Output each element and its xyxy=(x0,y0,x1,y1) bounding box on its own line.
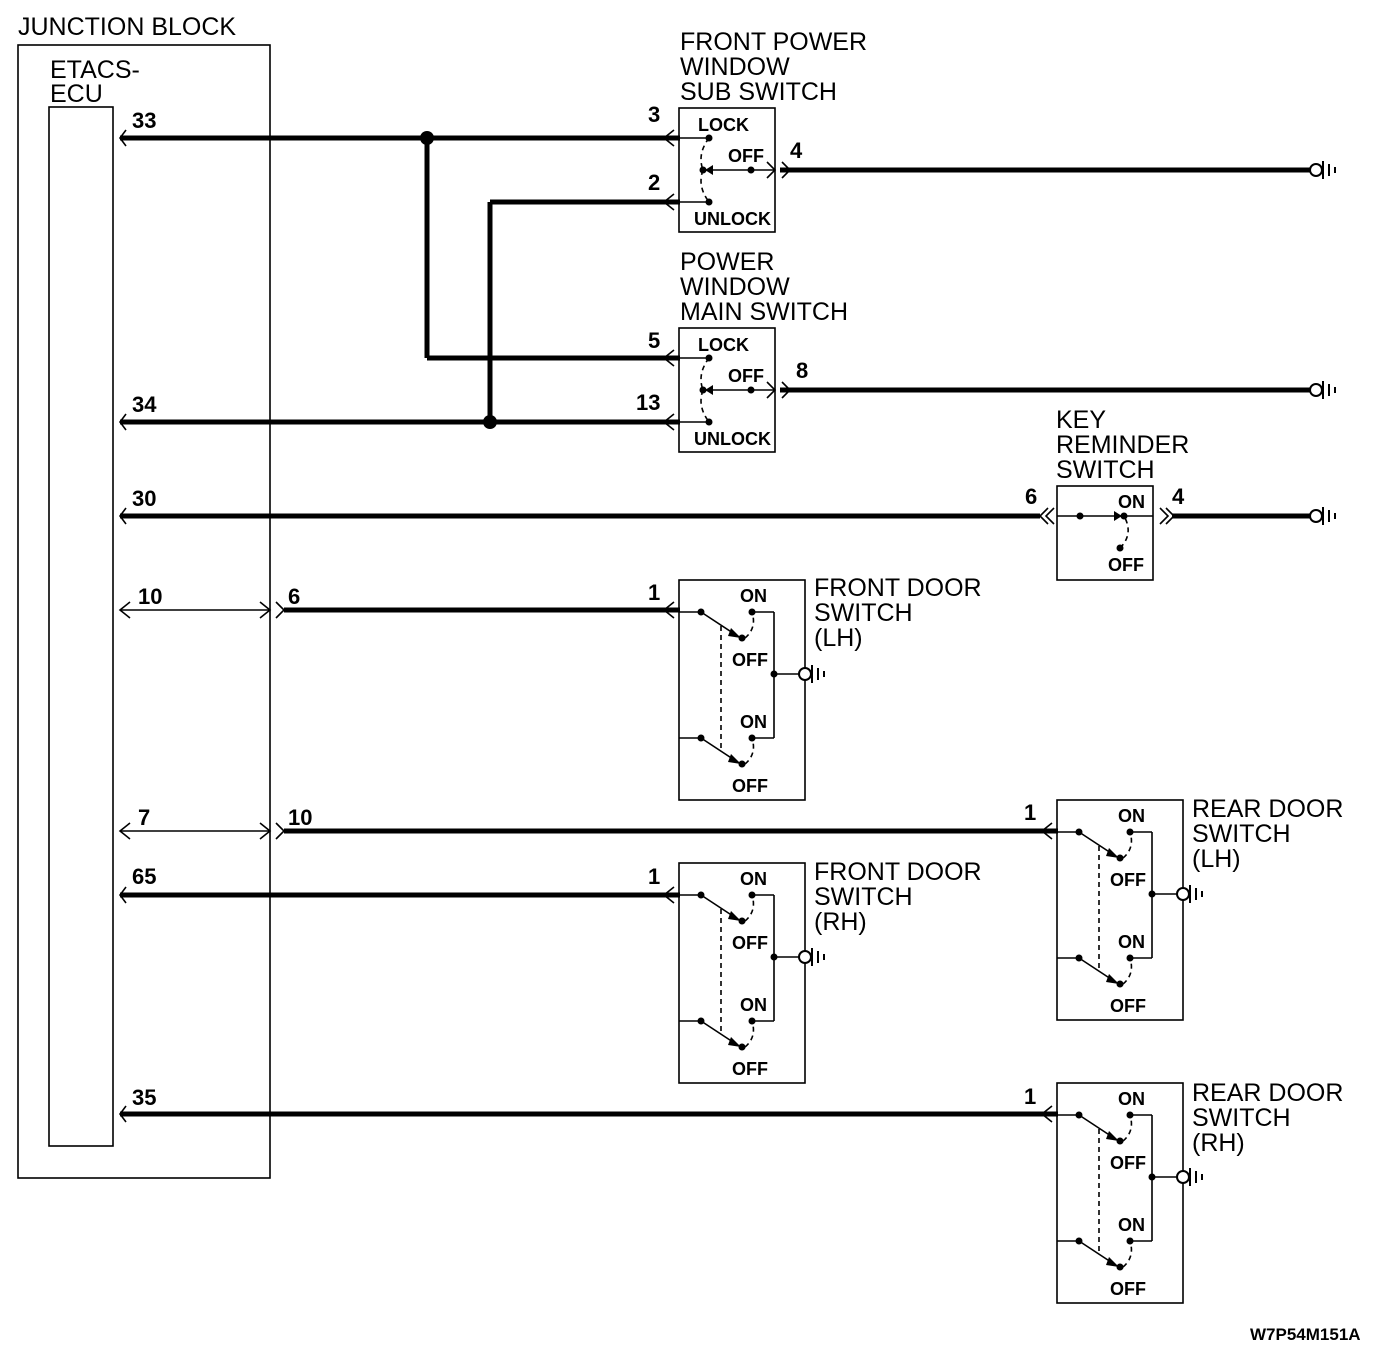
key-switch-pin-4: 4 xyxy=(1172,484,1185,509)
sub-switch-pin-4: 4 xyxy=(790,138,803,163)
sub-switch-title-3: SUB SWITCH xyxy=(680,78,837,106)
key-switch-on-label: ON xyxy=(1118,492,1145,512)
rd-lh-on2: ON xyxy=(1118,932,1145,952)
rd-lh-pin-1: 1 xyxy=(1024,800,1036,825)
key-switch-title-1: KEY xyxy=(1056,406,1106,434)
rd-lh-title-1: REAR DOOR xyxy=(1192,795,1343,823)
rd-lh-title-3: (LH) xyxy=(1192,845,1241,873)
fd-lh-on1: ON xyxy=(740,586,767,606)
rd-rh-off2: OFF xyxy=(1110,1279,1146,1299)
main-switch-title-1: POWER xyxy=(680,248,774,276)
fd-rh-title-2: SWITCH xyxy=(814,883,913,911)
ecu-pin-34: 34 xyxy=(132,392,157,417)
ecu-pin-33: 33 xyxy=(132,108,156,133)
fd-lh-title-2: SWITCH xyxy=(814,599,913,627)
rd-rh-body xyxy=(1056,1082,1184,1304)
fd-lh-off2: OFF xyxy=(732,776,768,796)
main-switch-lock-label: LOCK xyxy=(698,335,749,355)
etacs-ecu-body xyxy=(48,106,114,1147)
rd-rh-on1: ON xyxy=(1118,1089,1145,1109)
key-switch-off-label: OFF xyxy=(1108,555,1144,575)
ground-icon xyxy=(1309,506,1336,526)
figure-code: W7P54M151A xyxy=(1250,1325,1361,1344)
fd-rh-off2: OFF xyxy=(732,1059,768,1079)
rd-rh-title-1: REAR DOOR xyxy=(1192,1079,1343,1107)
front-power-window-sub-switch: FRONT POWER WINDOW SUB SWITCH LOCK OFF U… xyxy=(648,28,867,233)
rd-rh-pin-1: 1 xyxy=(1024,1084,1036,1109)
junction-block-label: JUNCTION BLOCK xyxy=(18,13,236,41)
sub-switch-lock-label: LOCK xyxy=(698,115,749,135)
rd-rh-title-3: (RH) xyxy=(1192,1129,1245,1157)
fd-lh-pin-1: 1 xyxy=(648,580,660,605)
fd-rh-body xyxy=(678,862,806,1084)
rd-lh-body xyxy=(1056,799,1184,1021)
sub-switch-title-1: FRONT POWER xyxy=(680,28,867,56)
fd-rh-on1: ON xyxy=(740,869,767,889)
main-switch-title-2: WINDOW xyxy=(680,273,790,301)
main-switch-pin-5: 5 xyxy=(648,328,660,353)
main-switch-unlock-label: UNLOCK xyxy=(694,429,771,449)
switch-connectors xyxy=(662,129,1176,1123)
ground-icon xyxy=(1176,884,1203,904)
power-window-main-switch: POWER WINDOW MAIN SWITCH LOCK OFF UNLOCK… xyxy=(636,248,848,453)
ground-icon xyxy=(1309,160,1336,180)
fd-rh-off1: OFF xyxy=(732,933,768,953)
fd-rh-title-1: FRONT DOOR xyxy=(814,858,982,886)
ground-icon xyxy=(1176,1167,1203,1187)
fd-rh-pin-1: 1 xyxy=(648,864,660,889)
ecu-pin-65: 65 xyxy=(132,864,156,889)
ground-icon xyxy=(798,947,825,967)
main-switch-title-3: MAIN SWITCH xyxy=(680,298,848,326)
fd-lh-on2: ON xyxy=(740,712,767,732)
ecu-pin-35: 35 xyxy=(132,1085,156,1110)
sub-switch-pin-2: 2 xyxy=(648,170,660,195)
sub-switch-unlock-label: UNLOCK xyxy=(694,209,771,229)
rd-lh-title-2: SWITCH xyxy=(1192,820,1291,848)
ground-icon xyxy=(798,664,825,684)
fd-lh-body xyxy=(678,579,806,801)
key-reminder-switch: KEY REMINDER SWITCH ON OFF 6 4 xyxy=(1025,406,1189,581)
sub-switch-off-label: OFF xyxy=(728,146,764,166)
fd-rh-on2: ON xyxy=(740,995,767,1015)
ecu-label-line1: ETACS- xyxy=(50,56,140,84)
main-switch-pin-8: 8 xyxy=(796,358,808,383)
junction-block: JUNCTION BLOCK ETACS- ECU xyxy=(17,13,271,1179)
sub-switch-pin-3: 3 xyxy=(648,102,660,127)
rear-door-switch-lh: REAR DOOR SWITCH (LH) ON OFF ON OFF 1 xyxy=(1024,795,1343,1021)
rd-lh-off1: OFF xyxy=(1110,870,1146,890)
rear-door-switch-rh: REAR DOOR SWITCH (RH) ON OFF ON OFF 1 xyxy=(1024,1079,1343,1304)
front-door-switch-lh: FRONT DOOR SWITCH (LH) ON OFF ON OFF 1 xyxy=(648,574,982,801)
jb-pin-6: 6 xyxy=(288,584,300,609)
key-switch-title-2: REMINDER xyxy=(1056,431,1189,459)
key-switch-title-3: SWITCH xyxy=(1056,456,1155,484)
ecu-pin-10: 10 xyxy=(138,584,162,609)
fd-rh-title-3: (RH) xyxy=(814,908,867,936)
main-switch-pin-13: 13 xyxy=(636,390,660,415)
key-switch-pin-6: 6 xyxy=(1025,484,1037,509)
rd-rh-on2: ON xyxy=(1118,1215,1145,1235)
front-door-switch-rh: FRONT DOOR SWITCH (RH) ON OFF ON OFF 1 xyxy=(648,858,982,1084)
rd-lh-on1: ON xyxy=(1118,806,1145,826)
junction-block-outline xyxy=(17,44,271,1179)
sub-switch-title-2: WINDOW xyxy=(680,53,790,81)
fd-lh-title-3: (LH) xyxy=(814,624,863,652)
jb-pin-10: 10 xyxy=(288,805,312,830)
ecu-connectors xyxy=(118,129,286,1123)
main-switch-off-label: OFF xyxy=(728,366,764,386)
rd-rh-off1: OFF xyxy=(1110,1153,1146,1173)
fd-lh-title-1: FRONT DOOR xyxy=(814,574,982,602)
wires xyxy=(120,131,1310,1117)
ecu-pin-7: 7 xyxy=(138,805,150,830)
ground-symbols xyxy=(1309,160,1336,526)
ecu-label-line2: ECU xyxy=(50,80,103,108)
ground-icon xyxy=(1309,380,1336,400)
rd-lh-off2: OFF xyxy=(1110,996,1146,1016)
fd-lh-off1: OFF xyxy=(732,650,768,670)
ecu-pin-30: 30 xyxy=(132,486,156,511)
rd-rh-title-2: SWITCH xyxy=(1192,1104,1291,1132)
